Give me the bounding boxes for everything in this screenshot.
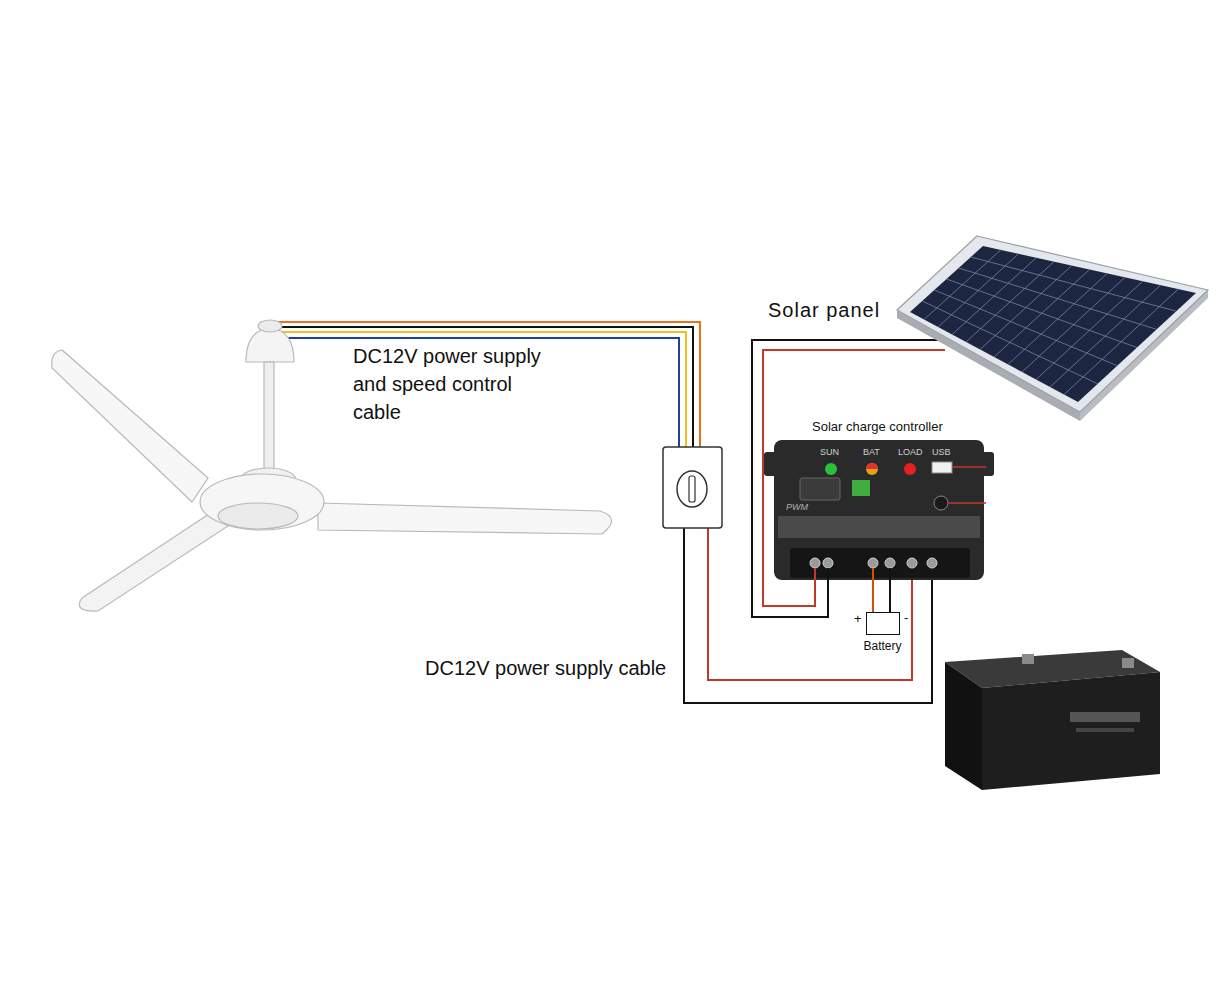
battery-print [1070,712,1140,722]
charge-controller [764,440,994,580]
terminal-lead [889,568,891,580]
battery-side [945,662,982,790]
fan-motor [200,474,324,530]
usb-port [932,462,952,473]
node-label: Solar charge controller [812,419,943,435]
label-anchor: SUN [820,447,839,458]
bat-led [866,463,878,475]
panel-grid-line [947,279,1138,348]
indicator-label: BAT [863,447,880,458]
sun-led [825,463,837,475]
controller-body [774,440,984,580]
controller-band [778,516,980,538]
terminal-screw [810,558,820,568]
terminal-screw [868,558,878,568]
node-label: Battery [864,639,902,653]
controller-icon [800,478,840,500]
terminal-screw [907,558,917,568]
fan-blade [52,350,208,502]
fan-blade [79,512,228,611]
label-anchor: BAT [863,447,880,458]
terminal-lead [814,568,816,580]
dc-port [934,496,948,510]
panel-grid-line [922,301,1097,384]
battery-terminal [1022,654,1034,664]
solar-panel [897,236,1208,421]
battery-terminal [1122,658,1134,668]
mode-label: PWM [786,502,808,513]
terminal-screw [927,558,937,568]
load-led [904,463,916,475]
label-anchor: USB [932,447,951,458]
cable-label: DC12V power supply and speed control cab… [353,342,558,426]
terminal-lead [872,568,874,580]
black-wire [272,327,693,447]
fan-canopy [246,328,294,362]
orange-wire [270,322,700,447]
ceiling-fan [52,320,612,611]
terminal-screw [823,558,833,568]
panel-grid-line [971,257,1177,311]
polarity-label: + [854,611,862,626]
terminal-screw [885,558,895,568]
terminal-lead [827,568,829,580]
switch-plate [663,447,722,528]
wire [889,580,891,612]
battery-icon [852,480,870,496]
battery-picture [945,650,1160,790]
fan-blade [318,503,612,534]
label-anchor: PWM [786,502,808,513]
label-anchor: + [854,611,862,626]
switch-knob [677,471,707,507]
bat-led-half [866,463,878,469]
battery-front [982,672,1160,790]
panel-grid-line [934,290,1117,366]
label-anchor: DC12V power supply cable [425,656,666,680]
indicator-label: LOAD [898,447,923,458]
dc-lead [948,502,986,504]
fan-cable [270,322,700,447]
wire [872,580,874,612]
label-anchor: - [904,610,908,625]
fan-downrod [264,362,274,474]
solar-panel-node: Solar panel [945,236,1210,412]
indicator-label: SUN [820,447,839,458]
panel-grid-line [959,268,1157,329]
label-anchor: LOAD [898,447,923,458]
speed-switch [663,447,722,528]
panel-cells [910,246,1196,402]
fan-canopy-cap [258,320,282,332]
battery-print [1076,728,1134,732]
node-label: Solar panel [768,298,880,322]
blue-wire [276,338,679,447]
label-anchor: DC12V power supply and speed control cab… [353,342,558,426]
polarity-label: - [904,610,908,625]
fan-motor-cap [218,503,298,529]
battery-symbol: Battery [866,612,900,635]
cable-label: DC12V power supply cable [425,656,666,680]
indicator-label: USB [932,447,951,458]
usb-lead [952,466,986,468]
switch-knob-grip [689,476,695,502]
yellow-wire [274,332,686,447]
panel-frame [897,236,1208,412]
terminal-strip [790,548,970,578]
